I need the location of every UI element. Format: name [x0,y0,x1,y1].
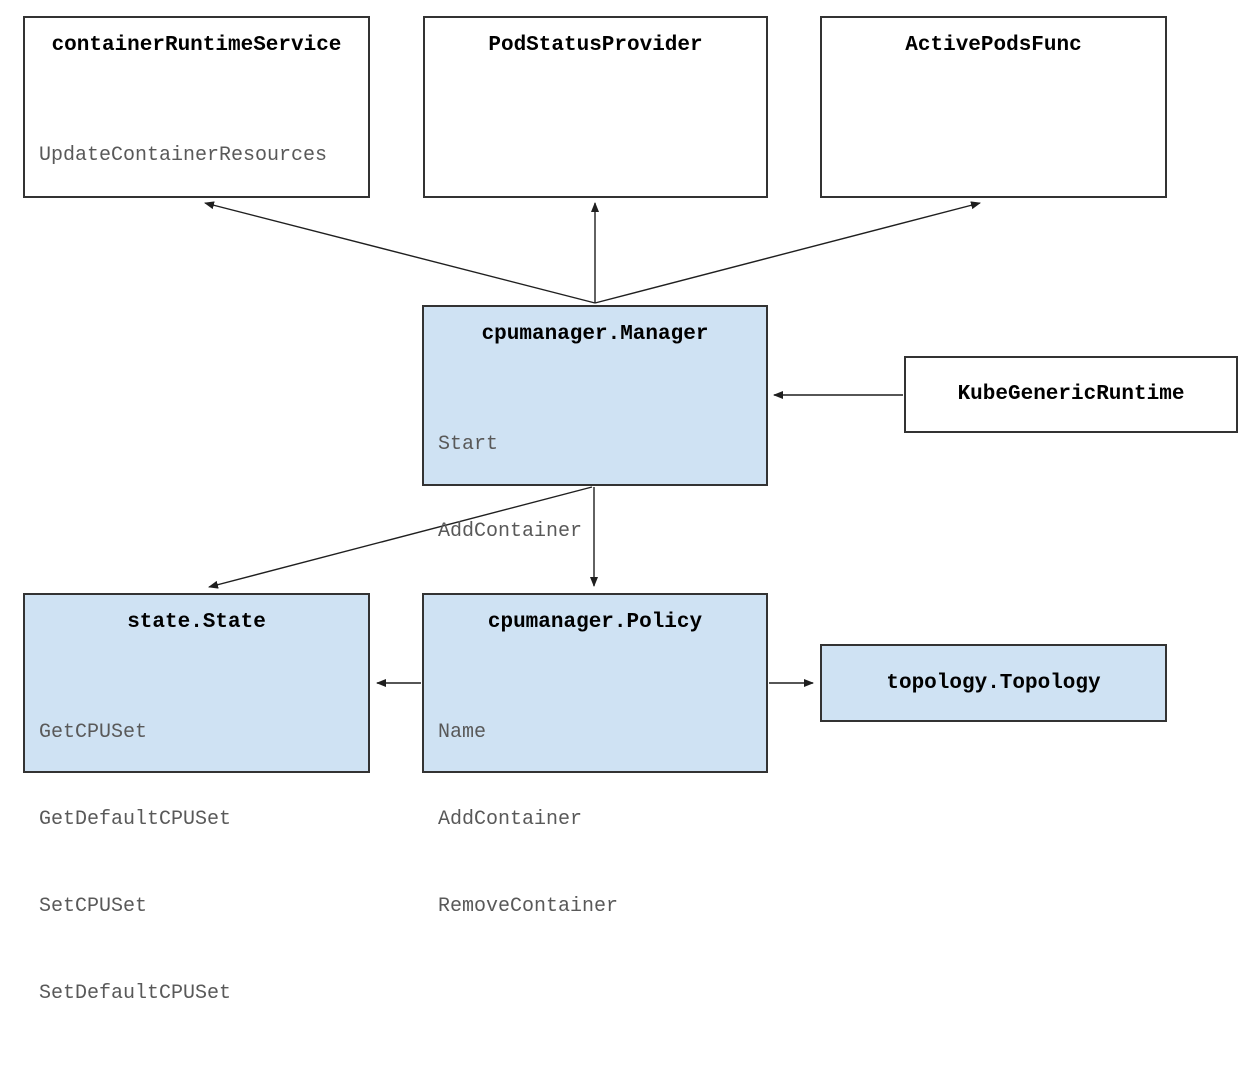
method-item: UpdateContainerResources [39,144,328,167]
node-method-list: Name AddContainer RemoveContainer [424,634,766,979]
node-method-list: GetCPUSet GetDefaultCPUSet SetCPUSet Set… [25,634,368,1066]
node-method-list: UpdateContainerResources [25,57,368,228]
node-active-pods-func: ActivePodsFunc [820,16,1167,198]
method-item: GetCPUSet [39,721,148,744]
method-item: Start [438,433,499,456]
node-cpumanager-policy: cpumanager.Policy Name AddContainer Remo… [422,593,768,918]
node-title: cpumanager.Policy [487,611,703,634]
node-pod-status-provider: PodStatusProvider [423,16,768,198]
node-topology-topology: topology.Topology [820,644,1167,722]
node-kube-generic-runtime: KubeGenericRuntime [904,356,1238,433]
node-cpumanager-manager: cpumanager.Manager Start AddContainer Re… [422,305,768,717]
node-title: PodStatusProvider [488,34,703,57]
node-title: ActivePodsFunc [905,34,1082,57]
method-item: SetDefaultCPUSet [39,982,232,1005]
method-item: AddContainer [438,520,583,543]
edge-manager-to-activepodsfunc [594,201,981,304]
node-title: containerRuntimeService [51,34,342,57]
method-item: GetDefaultCPUSet [39,808,232,831]
method-item: RemoveContainer [438,895,619,918]
method-item: AddContainer [438,808,583,831]
node-container-runtime-service: containerRuntimeService UpdateContainerR… [23,16,370,198]
node-state-state: state.State GetCPUSet GetDefaultCPUSet S… [23,593,370,1005]
node-title: topology.Topology [886,671,1101,695]
node-title: KubeGenericRuntime [957,383,1185,406]
method-item: SetCPUSet [39,895,148,918]
node-title: cpumanager.Manager [481,323,709,346]
node-title: state.State [127,611,266,634]
method-item: Name [438,721,487,744]
